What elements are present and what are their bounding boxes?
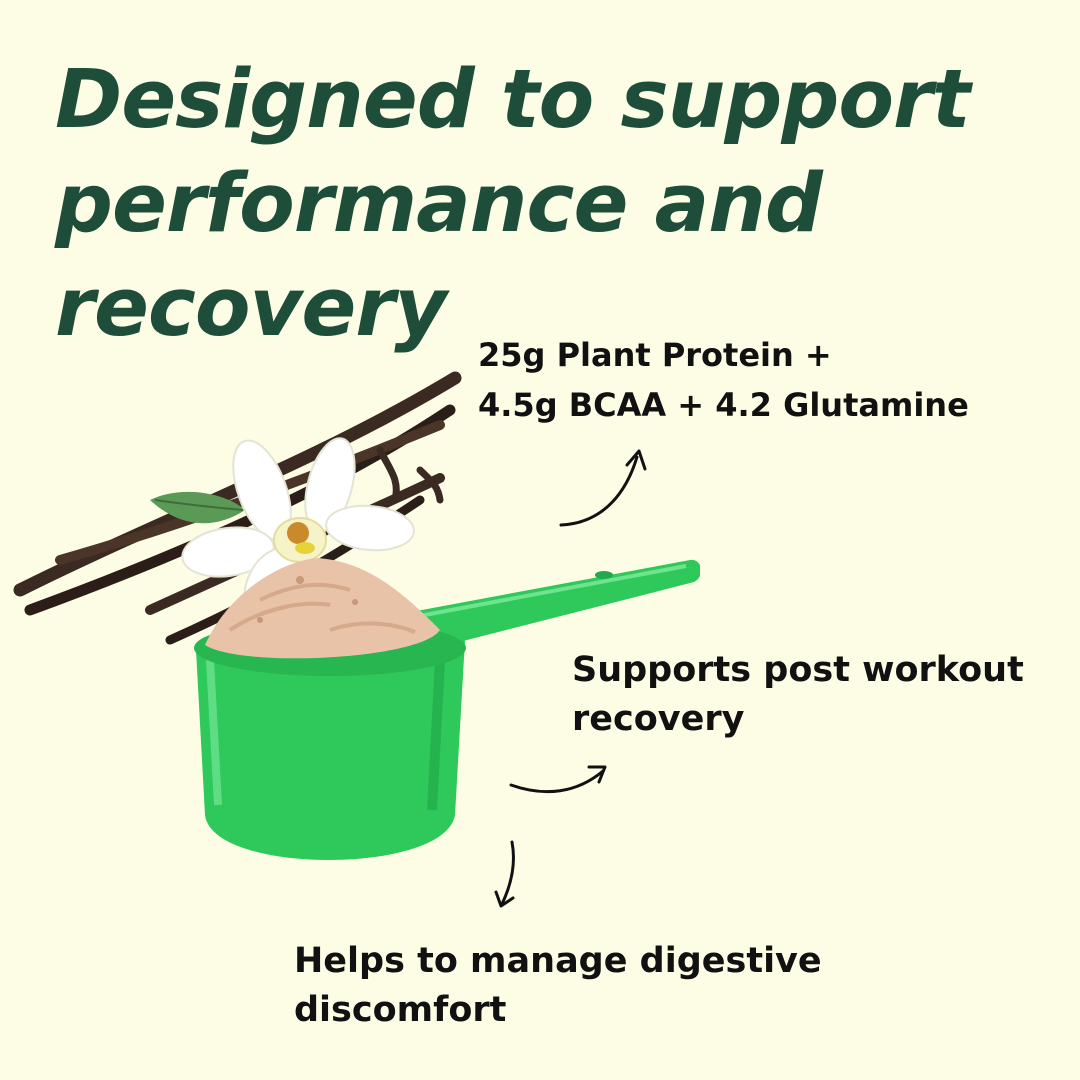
headline: Designed to support performance and reco… [55,48,1015,360]
curved-arrow-up-icon [559,449,647,527]
vanilla-leaf [150,491,245,524]
curved-arrow-down-icon [494,840,516,908]
headline-line-3: recovery [55,261,447,355]
benefit-digestion-line-2: discomfort [294,990,507,1030]
benefit-protein-line-2: 4.5g BCAA + 4.2 Glutamine [478,386,969,424]
benefit-protein: 25g Plant Protein + 4.5g BCAA + 4.2 Glut… [478,330,969,430]
benefit-recovery-line-1: Supports post workout [572,650,1024,690]
benefit-digestion: Helps to manage digestive discomfort [294,937,822,1035]
protein-powder [205,558,440,659]
benefit-protein-line-1: 25g Plant Protein + [478,336,832,374]
benefit-recovery-line-2: recovery [572,699,745,739]
benefit-recovery: Supports post workout recovery [572,646,1024,744]
curved-arrow-right-icon [509,765,607,794]
headline-line-2: performance and [55,157,823,251]
product-illustration [13,371,700,860]
benefit-digestion-line-1: Helps to manage digestive [294,941,822,981]
headline-line-1: Designed to support [55,53,971,147]
